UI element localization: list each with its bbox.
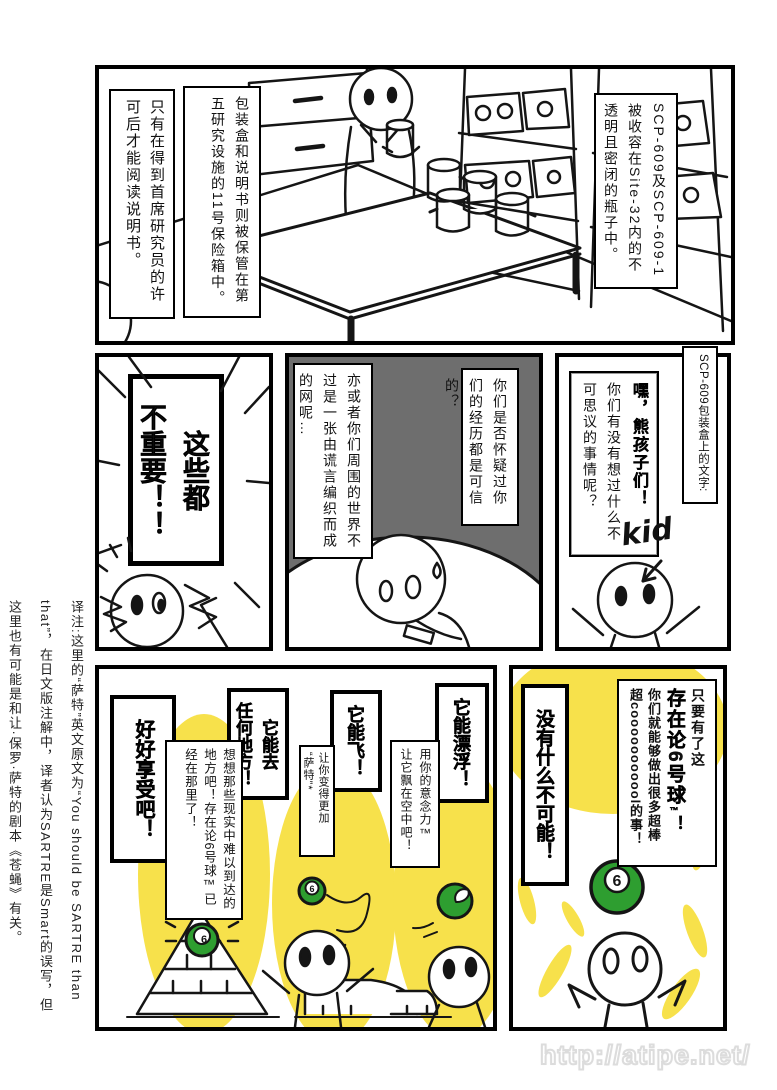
ad-headline-product-col: 存在论6号球™！ — [662, 688, 686, 858]
float-sub-box: 用你的意念力™ 让它飘在空中吧！ — [390, 740, 440, 868]
watermark: http://atipe.net/ — [539, 1039, 751, 1071]
translator-note: 译注:这里的“萨特”英文原文为“You should be SARTRE tha… — [7, 600, 84, 1013]
doubt-box-web: 亦或者你们周围的世界不过是一张由谎言编织而成的网呢… — [293, 363, 373, 559]
doubt-art — [289, 533, 539, 647]
looking-up-figure-drawing — [427, 945, 491, 1027]
ball-d-number: 6 — [613, 873, 622, 890]
doubt-box-experience: 你们是否怀疑过你们的经历都是可信的？ — [444, 368, 519, 526]
watching-figure-drawing — [261, 929, 375, 1027]
float-sub-col-1: 用你的意念力™ — [418, 748, 432, 841]
greeting-bold-col: 嘿，熊孩子们！ — [630, 382, 647, 508]
panel-ad-right: 没有什么不可能！ 只要有了这 存在论6号球™！ 你们就能够做出很多超棒 超coo… — [509, 665, 727, 1031]
fly-sub-col-2: “萨特”* — [302, 752, 314, 791]
greeting-rest: 你们有没有想过什么不可思议的事情呢？ — [582, 382, 622, 542]
ad-headline-prefix: 只要有了这 — [690, 688, 706, 768]
excited-figure-drawing — [567, 931, 687, 1027]
ad-headline-box: 只要有了这 存在论6号球™！ 你们就能够做出很多超棒 超cooooooooool… — [617, 679, 717, 867]
caption-bottle: SCP-609及SCP-609-1被收容在Site-32内的不透明且密闭的瓶子中… — [594, 93, 678, 289]
ontology-ball-a-drawing — [164, 920, 240, 958]
ad-headline-rest-1: 你们就能够做出很多超棒 — [646, 688, 661, 842]
float-sub-col-2: 让它飘在空中吧！ — [399, 748, 413, 852]
caption-safe: 包装盒和说明书则被保管在第五研究设施的11号保险箱中。 — [183, 86, 261, 318]
ad-product-bang: ！ — [666, 815, 684, 834]
ad-tm-mark: ™ — [669, 805, 680, 816]
ball-b-number: 6 — [309, 884, 314, 894]
ontology-ball-c-drawing — [412, 882, 474, 938]
greeting-box: 嘿，熊孩子们！ 你们有没有想过什么不可思议的事情呢？ — [569, 371, 659, 557]
panel-shout: 这些都 不重要！！ — [95, 353, 273, 651]
kid-figure-drawing — [571, 561, 701, 647]
panel-storage-room: SCP-609及SCP-609-1被收容在Site-32内的不透明且密闭的瓶子中… — [95, 65, 735, 345]
researcher-figure-drawing — [343, 69, 421, 241]
no-impossible-box: 没有什么不可能！ — [521, 684, 569, 886]
kid-note: kid — [618, 511, 675, 554]
ball-a-number: 6 — [201, 934, 207, 946]
fly-sub-box: 让你变得更加 “萨特”* — [299, 745, 335, 857]
panel-ad-left: 好好享受吧！ 它能去 任何地方！ 想想那些现实中难以到达的地方吧！存在论6号球™… — [95, 665, 497, 1031]
float-box: 它能漂浮！ — [435, 683, 489, 803]
fly-sub-col-1: 让你变得更加 — [317, 752, 329, 824]
panel-doubt: 你们是否怀疑过你们的经历都是可信的？ 亦或者你们周围的世界不过是一张由谎言编织而… — [285, 353, 543, 651]
greeting-figure-art — [571, 559, 701, 647]
svg-text:6: 6 — [309, 884, 314, 894]
go-col-1: 它能去 — [259, 718, 279, 770]
shout-box: 这些都 不重要！！ — [128, 374, 224, 566]
ad-product-name: 存在论6号球 — [664, 688, 686, 806]
caption-box-label: SCP-609包装盒上的文字: — [682, 346, 718, 504]
hunched-figure-drawing — [355, 533, 471, 647]
ontology-ball-d-drawing — [589, 859, 645, 915]
kid-arrow-icon — [641, 559, 663, 583]
svg-text:6: 6 — [201, 934, 207, 946]
shout-figure-art — [99, 357, 269, 647]
shout-col-2: 不重要！！ — [136, 402, 167, 538]
greeting-box-inner: 嘿，熊孩子们！ 你们有没有想过什么不可思议的事情呢？ — [571, 373, 657, 555]
ontology-ball-b-drawing — [297, 876, 371, 933]
jars-drawing — [426, 157, 537, 237]
ad-headline-rest-2: 超cooooooooool的事！ — [628, 688, 643, 847]
angry-figure-drawing — [99, 536, 229, 647]
fly-box: 它能飞！ — [330, 690, 382, 792]
go-anywhere-sub-box: 想想那些现实中难以到达的地方吧！存在论6号球™已经在那里了！ — [165, 740, 243, 920]
svg-text:6: 6 — [613, 873, 622, 890]
caption-permission: 只有在得到首席研究员的许可后才能阅读说明书。 — [109, 89, 175, 319]
shout-col-1: 这些都 — [179, 429, 210, 511]
